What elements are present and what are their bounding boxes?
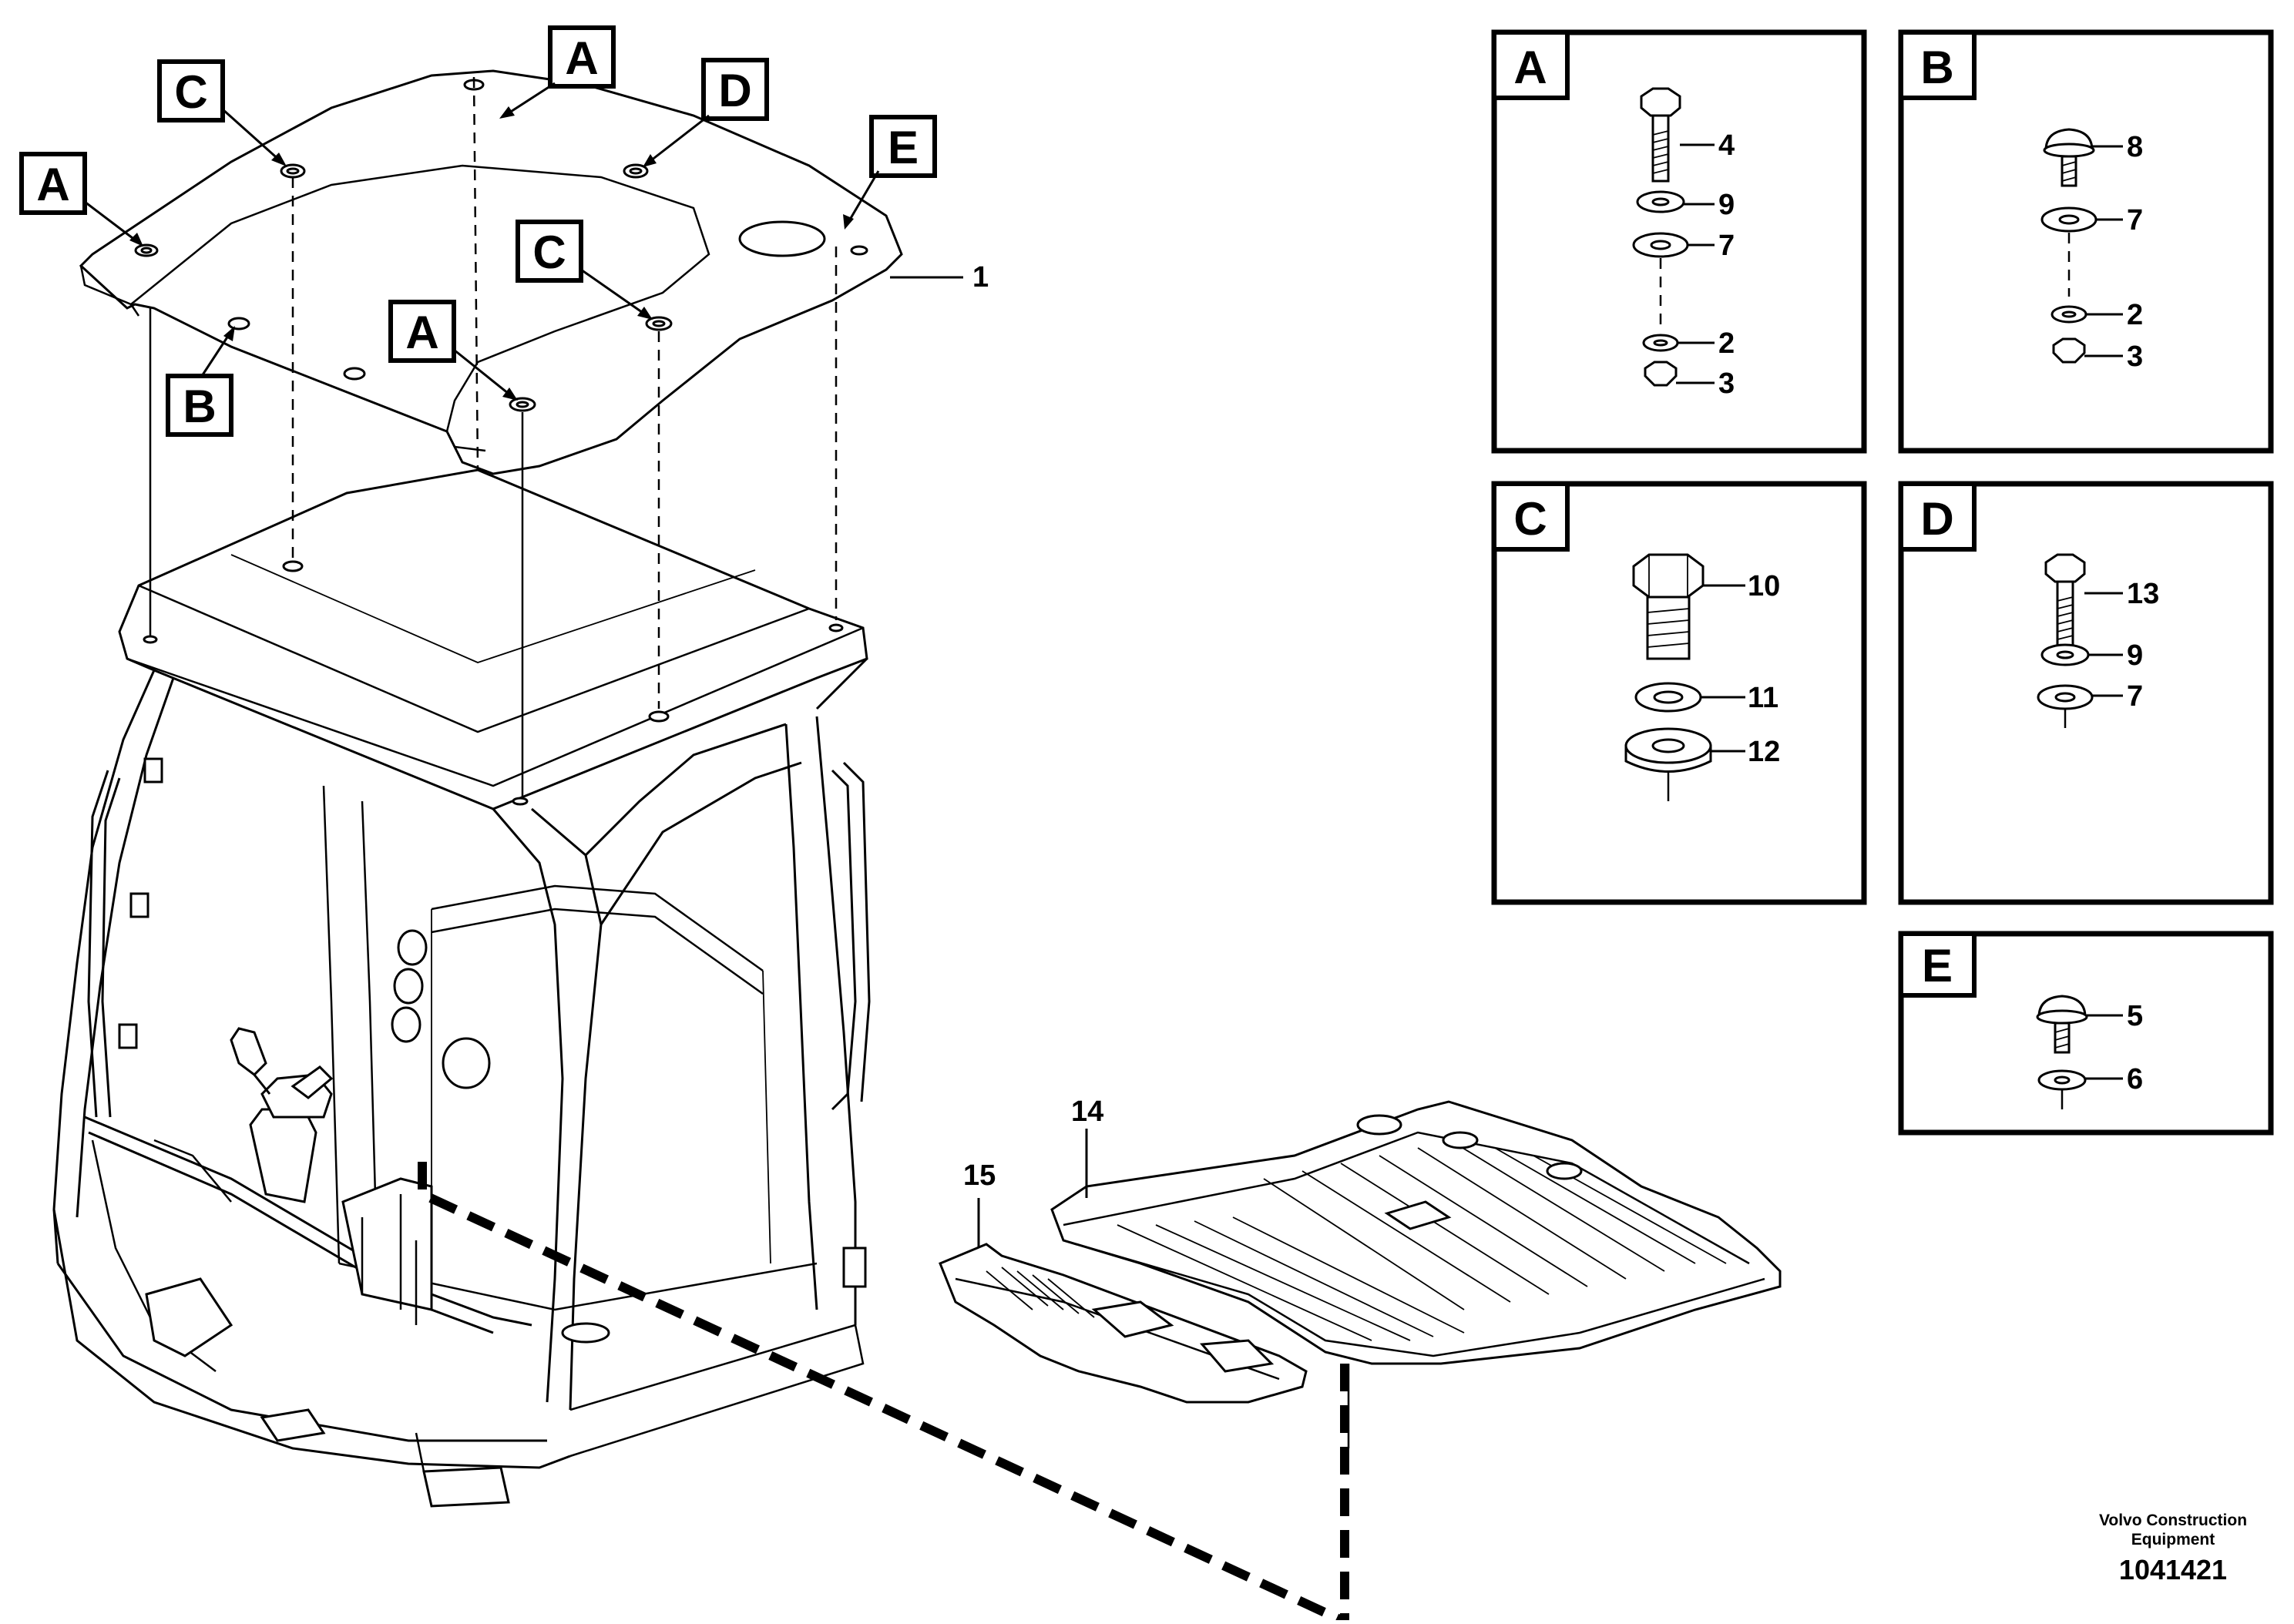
svg-text:B: B <box>1920 42 1953 93</box>
detail-c-label-1: 10 <box>1748 570 1780 602</box>
detail-box-c: C 10 11 12 <box>1491 481 1867 905</box>
callout-b: B <box>166 326 235 437</box>
detail-a-label-1: 4 <box>1718 129 1735 162</box>
detail-b-label-1: 8 <box>2127 131 2143 163</box>
floor-mat <box>1050 1100 1782 1365</box>
svg-text:C: C <box>174 66 207 118</box>
svg-text:D: D <box>718 65 751 116</box>
company-name-line1: Volvo Construction <box>2099 1512 2247 1529</box>
company-name-line2: Equipment <box>2131 1531 2215 1549</box>
part-label-14: 14 <box>1071 1096 1103 1128</box>
detail-e-label-2: 6 <box>2127 1063 2143 1096</box>
part-label-15: 15 <box>963 1159 996 1192</box>
detail-b-label-2: 7 <box>2127 204 2143 237</box>
svg-text:A: A <box>1513 42 1547 93</box>
svg-text:A: A <box>405 307 438 358</box>
svg-text:C: C <box>1513 493 1547 545</box>
svg-text:D: D <box>1920 493 1953 545</box>
step-plate <box>939 1243 1308 1404</box>
callout-e: E <box>843 115 937 230</box>
svg-text:E: E <box>888 122 919 173</box>
svg-text:A: A <box>565 32 598 84</box>
detail-b-label-4: 3 <box>2127 341 2143 373</box>
callout-a-left: A <box>19 152 143 247</box>
detail-d-label-3: 7 <box>2127 680 2143 713</box>
detail-a-label-2: 9 <box>1718 189 1735 221</box>
svg-text:E: E <box>1922 940 1953 992</box>
detail-box-a: A 4 9 7 2 3 <box>1491 29 1867 454</box>
callout-d: D <box>643 58 769 167</box>
svg-text:B: B <box>183 381 216 432</box>
detail-box-d: D 13 9 7 <box>1898 481 2274 905</box>
detail-e-label-1: 5 <box>2127 1000 2143 1032</box>
detail-box-e: E 5 6 <box>1898 931 2274 1136</box>
detail-a-label-4: 2 <box>1718 327 1735 360</box>
detail-d-label-2: 9 <box>2127 639 2143 672</box>
callout-c-mid: C <box>516 220 653 320</box>
detail-b-label-3: 2 <box>2127 299 2143 331</box>
detail-box-b: B 8 7 2 3 <box>1898 29 2274 454</box>
drawing-number: 1041421 <box>2119 1554 2227 1585</box>
cab-frame <box>52 468 871 1508</box>
detail-c-label-2: 11 <box>1748 682 1778 714</box>
detail-d-label-1: 13 <box>2127 578 2159 610</box>
detail-c-label-3: 12 <box>1748 736 1780 768</box>
svg-text:A: A <box>36 159 69 210</box>
callout-a-top: A <box>499 25 616 119</box>
detail-a-label-5: 3 <box>1718 367 1735 400</box>
callout-c-top: C <box>157 59 287 166</box>
roof-panel <box>79 69 903 475</box>
detail-a-label-3: 7 <box>1718 230 1735 262</box>
callout-a-mid: A <box>388 300 518 401</box>
svg-text:C: C <box>532 226 566 278</box>
part-label-1: 1 <box>972 261 989 294</box>
